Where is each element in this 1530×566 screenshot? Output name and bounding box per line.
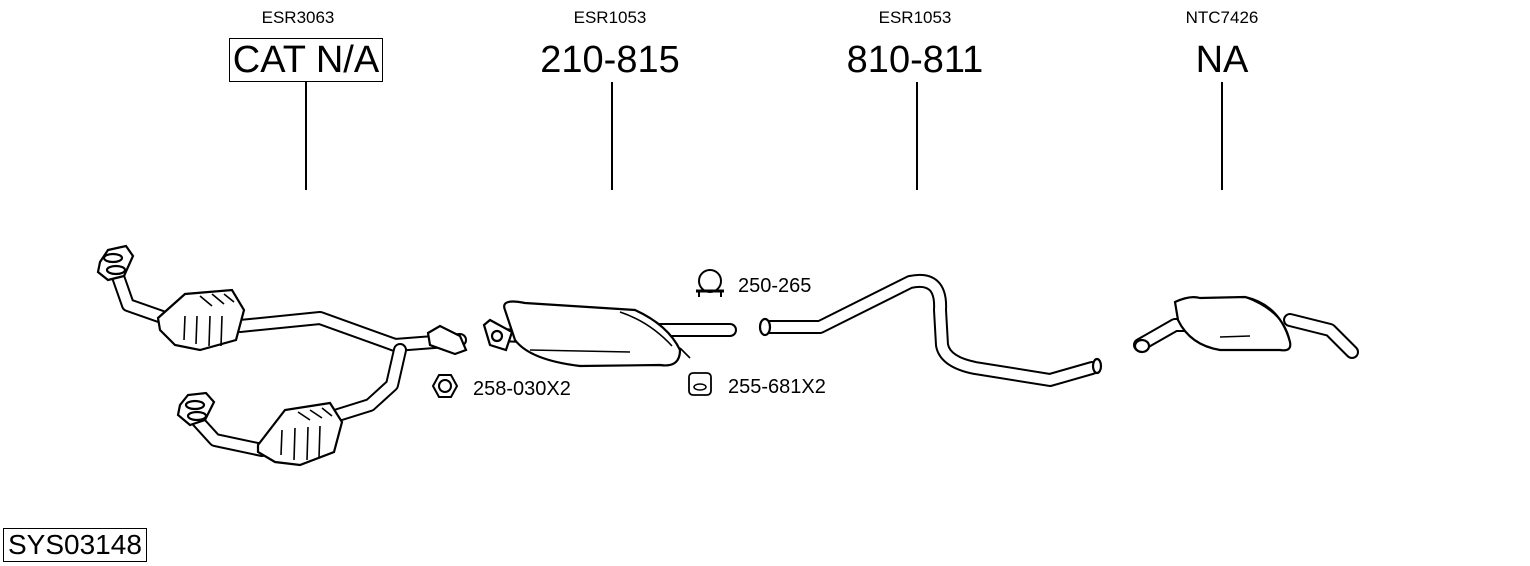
rubber-hanger-icon — [688, 372, 712, 396]
ref-code-catalyst: ESR3063 — [261, 8, 335, 27]
rear-muffler-drawing[interactable] — [1133, 295, 1359, 359]
leader-line-front-muffler — [611, 82, 613, 190]
front-muffler-drawing[interactable] — [482, 300, 737, 368]
leader-line-rear-muffler — [1221, 82, 1223, 190]
catalyst-drawing[interactable] — [96, 244, 468, 467]
nut-icon — [431, 374, 459, 398]
ref-code-front-muffler: ESR1053 — [573, 8, 647, 27]
clamp-icon — [696, 269, 724, 297]
part-number-middle-pipe[interactable]: 810-811 — [846, 39, 984, 81]
part-number-front-muffler[interactable]: 210-815 — [540, 39, 680, 81]
leader-line-middle-pipe — [916, 82, 918, 190]
system-code: SYS03148 — [3, 528, 147, 562]
ref-code-rear-muffler: NTC7426 — [1185, 8, 1259, 27]
leader-line-catalyst — [305, 82, 307, 190]
ref-code-middle-pipe: ESR1053 — [878, 8, 952, 27]
part-number-catalyst[interactable]: CAT N/A — [176, 38, 436, 82]
accessory-label-nut[interactable]: 258-030X2 — [473, 378, 571, 400]
accessory-label-hanger[interactable]: 255-681X2 — [728, 376, 826, 398]
accessory-label-clamp[interactable]: 250-265 — [738, 275, 812, 297]
middle-pipe-drawing[interactable] — [758, 273, 1103, 387]
part-number-rear-muffler[interactable]: NA — [1195, 39, 1249, 81]
part-number-catalyst-label: CAT N/A — [228, 38, 384, 82]
